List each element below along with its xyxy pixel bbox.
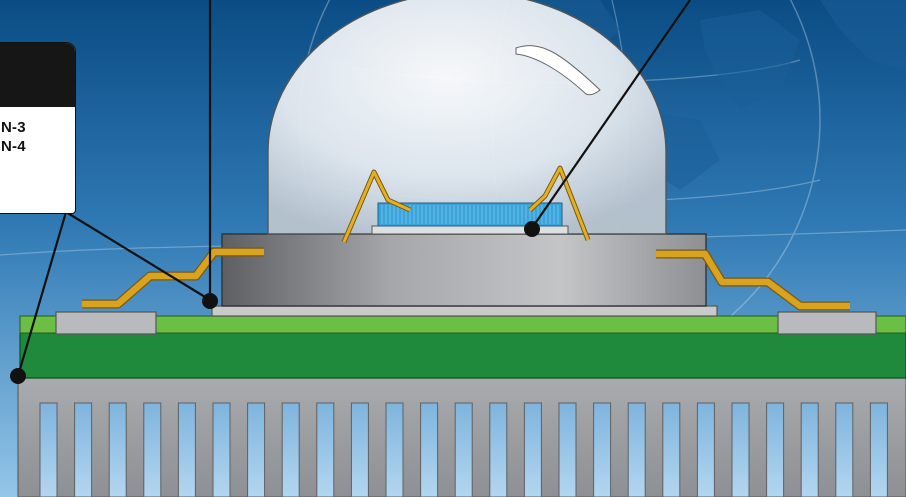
- heat-sink-fin-gap: [74, 402, 93, 497]
- callout-label-box: N-3 N-4: [0, 42, 76, 214]
- callout-line-1: N-3: [1, 119, 26, 136]
- heat-sink-fin-gap: [454, 402, 473, 497]
- leader-lines: [16, 0, 691, 377]
- heat-sink-fin-gap: [108, 402, 127, 497]
- heat-sink-fins: [39, 402, 888, 497]
- pcb-dark-layer: [19, 332, 906, 379]
- callout-header: [0, 43, 75, 107]
- heat-sink-fin-gap: [835, 402, 854, 497]
- heat-sink-fin-gap: [281, 402, 300, 497]
- lens-highlight: [515, 45, 601, 96]
- heat-sink-fin-gap: [177, 402, 196, 497]
- heat-sink-fin-gap: [143, 402, 162, 497]
- package-body: [221, 233, 707, 307]
- heat-sink-fin-gap: [420, 402, 439, 497]
- heat-sink-fin-gap: [39, 402, 58, 497]
- heat-sink-fin-gap: [350, 402, 369, 497]
- heat-sink-fin-gap: [316, 402, 335, 497]
- solder-pad-left: [55, 311, 157, 335]
- heat-sink-fin-gap: [558, 402, 577, 497]
- solder-pad-right: [777, 311, 877, 335]
- package-base-plate: [211, 305, 718, 317]
- leader-dot-heat-sink: [10, 368, 26, 384]
- heat-sink-fin-gap: [627, 402, 646, 497]
- heat-sink-fin-gap: [247, 402, 266, 497]
- heat-sink-fin-gap: [662, 402, 681, 497]
- heat-sink-fin-gap: [696, 402, 715, 497]
- led-die-texture: [381, 205, 559, 224]
- heat-sink-fin-gap: [385, 402, 404, 497]
- heat-sink-fin-gap: [212, 402, 231, 497]
- heat-sink-fin-gap: [489, 402, 508, 497]
- callout-line-2: N-4: [1, 138, 26, 155]
- heat-sink-fin-gap: [523, 402, 542, 497]
- leader-dot-die: [524, 221, 540, 237]
- heat-sink-fin-gap: [800, 402, 819, 497]
- heat-sink-fin-gap: [593, 402, 612, 497]
- lens-dome: [267, 0, 667, 235]
- heat-sink-fin-gap: [869, 402, 888, 497]
- heat-sink-fin-gap: [731, 402, 750, 497]
- leader-dot-package: [202, 293, 218, 309]
- heat-sink-fin-gap: [766, 402, 785, 497]
